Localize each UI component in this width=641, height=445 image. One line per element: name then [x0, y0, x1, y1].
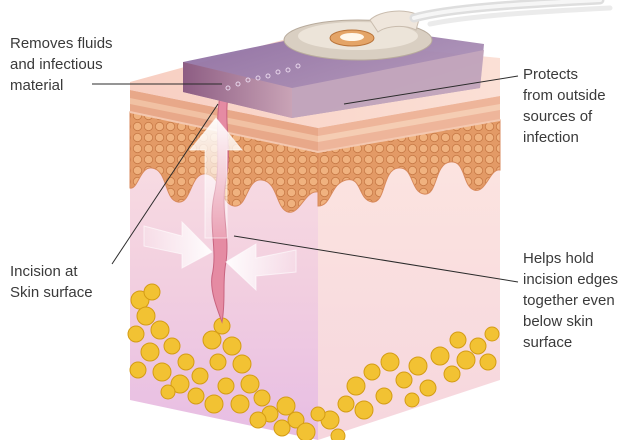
label-helps-hold: Helps hold incision edges together even …	[523, 248, 618, 353]
label-incision: Incision at Skin surface	[10, 261, 93, 303]
label-removes-fluids: Removes fluids and infectious material	[10, 33, 113, 96]
port-center	[340, 33, 364, 41]
label-protects: Protects from outside sources of infecti…	[523, 64, 606, 148]
